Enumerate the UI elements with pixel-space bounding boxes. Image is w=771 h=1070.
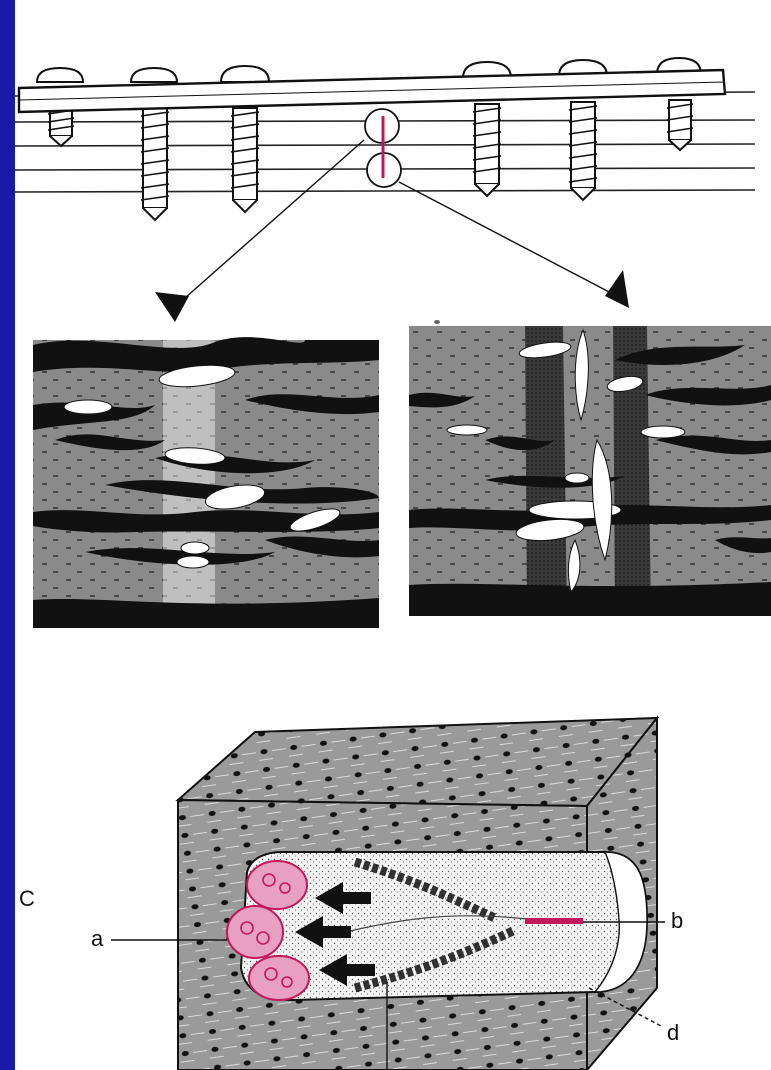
histology-panel-right xyxy=(409,320,771,616)
panel-label-c: C xyxy=(19,886,35,911)
arrowhead-icon xyxy=(605,270,629,308)
arrowhead-icon xyxy=(155,292,189,322)
slide: C a b d xyxy=(15,0,771,1070)
fracture-detail-circles xyxy=(365,109,401,187)
block-top-face xyxy=(178,718,657,806)
canal-marker xyxy=(525,918,583,924)
bone-plate-assembly xyxy=(15,58,755,322)
label-b: b xyxy=(671,908,683,933)
cutting-cone-block xyxy=(111,718,665,1070)
label-a: a xyxy=(91,926,104,951)
histology-panel-left xyxy=(33,337,379,628)
figure: C a b d xyxy=(15,0,771,1070)
label-d: d xyxy=(667,1020,679,1045)
